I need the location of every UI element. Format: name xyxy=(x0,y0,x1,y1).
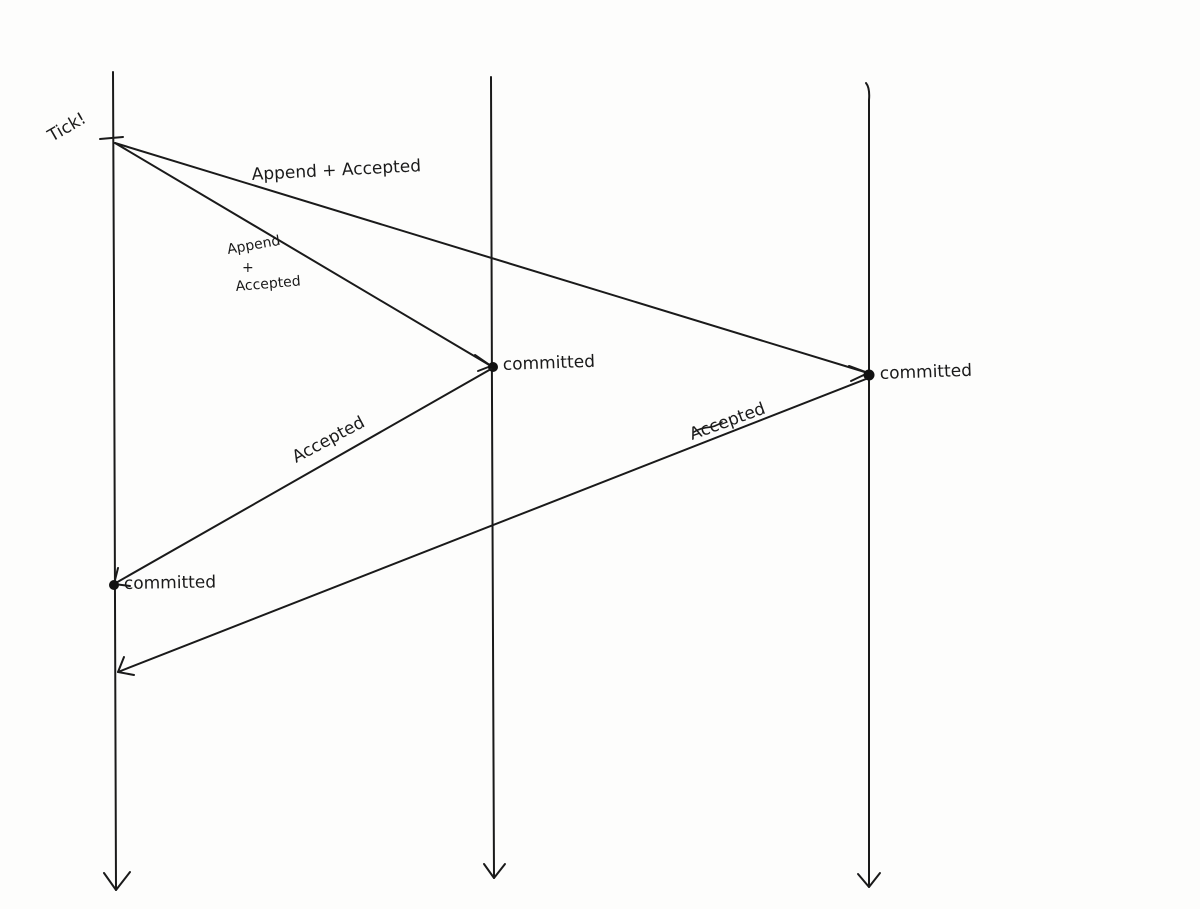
committed-label-left: committed xyxy=(124,572,217,594)
label-accepted-strike xyxy=(693,421,723,433)
label-accepted-from-middle: Accepted xyxy=(289,413,368,468)
message-accepted-middle-to-left xyxy=(113,368,492,587)
committed-label-right: committed xyxy=(879,361,972,384)
label-append-line2: Accepted xyxy=(235,273,301,295)
message-accepted-right-to-left xyxy=(117,378,867,676)
timeline-middle xyxy=(483,76,506,879)
tick-label: Tick! xyxy=(44,109,90,147)
label-append-plus: + xyxy=(242,260,254,276)
label-append-accepted-long: Append + Accepted xyxy=(251,156,421,185)
label-accepted-from-right: Accepted xyxy=(687,399,768,445)
committed-label-middle: committed xyxy=(502,352,595,375)
committed-dot-right xyxy=(863,369,875,381)
timeline-left xyxy=(103,71,131,891)
label-append-line1: Append xyxy=(226,233,282,258)
timeline-right xyxy=(857,82,881,888)
committed-dot-left xyxy=(109,580,119,590)
tick-mark xyxy=(99,136,124,140)
